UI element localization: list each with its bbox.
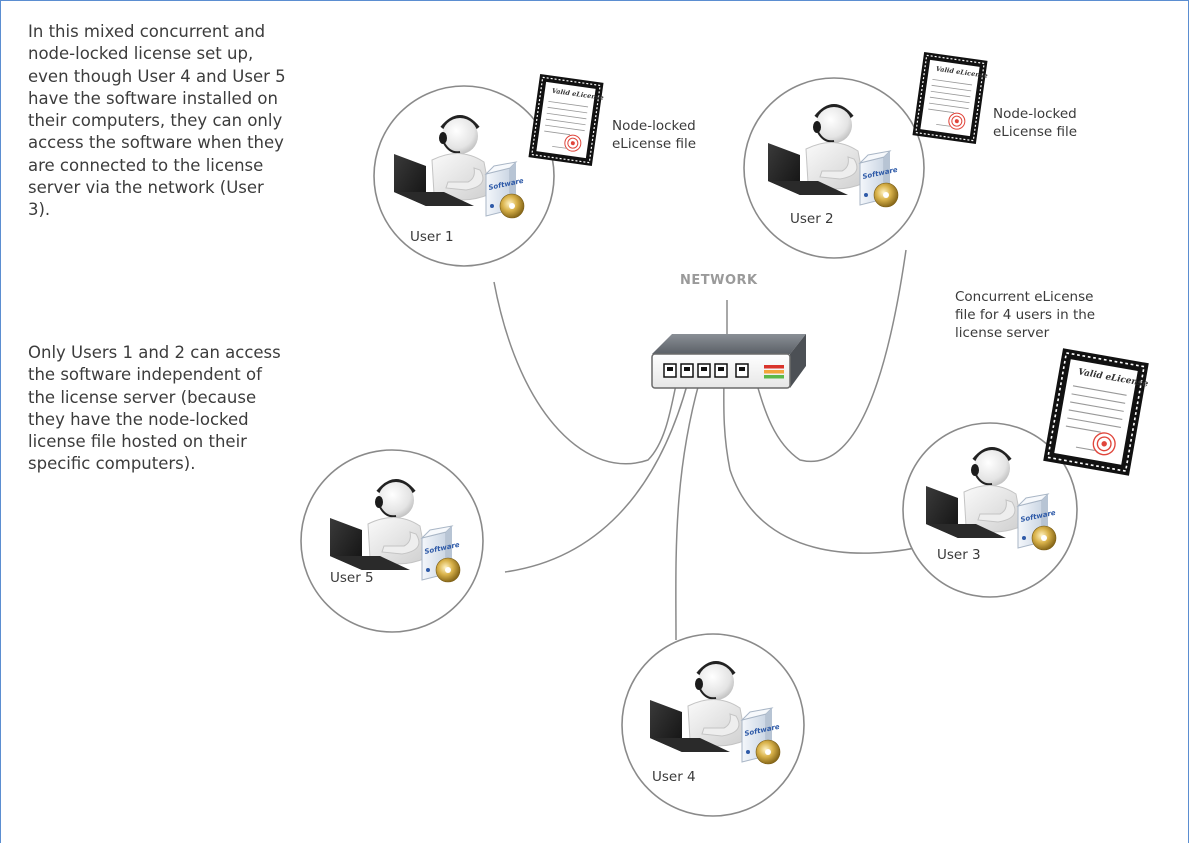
description-paragraph-2: Only Users 1 and 2 can access the softwa… (28, 343, 281, 474)
network-switch (651, 334, 806, 389)
user-node-2 (743, 77, 925, 259)
cable-user3 (723, 367, 921, 554)
cable-user1 (493, 281, 681, 465)
user-label-1: User 1 (410, 229, 454, 245)
user-node-1 (373, 85, 555, 267)
network-cables (493, 249, 921, 641)
user-label-3: User 3 (937, 547, 981, 563)
status-lights-icon (764, 365, 784, 379)
annotation-user3-license: Concurrent eLicense file for 4 users in … (955, 289, 1096, 341)
certificate-icon-user2: Valid eLicense (911, 51, 988, 145)
user-node-3 (902, 422, 1078, 598)
cable-user5 (504, 365, 693, 573)
certificate-icon-user1: Valid eLicense (527, 73, 604, 167)
annotation-user1-license: Node-locked eLicense file (612, 118, 697, 152)
cable-user2 (751, 249, 907, 463)
certificate-icon-user3: Valid eLicense (1042, 347, 1150, 477)
annotation-user2-license: Node-locked eLicense file (993, 106, 1078, 140)
network-label: NETWORK (680, 273, 758, 288)
user-label-2: User 2 (790, 211, 834, 227)
cable-user4 (675, 365, 705, 641)
user-node-4 (621, 633, 805, 817)
user-label-4: User 4 (652, 769, 696, 785)
user-node-5 (300, 449, 484, 633)
user-label-5: User 5 (330, 570, 374, 586)
description-paragraph-1: In this mixed concurrent and node-locked… (28, 22, 286, 220)
